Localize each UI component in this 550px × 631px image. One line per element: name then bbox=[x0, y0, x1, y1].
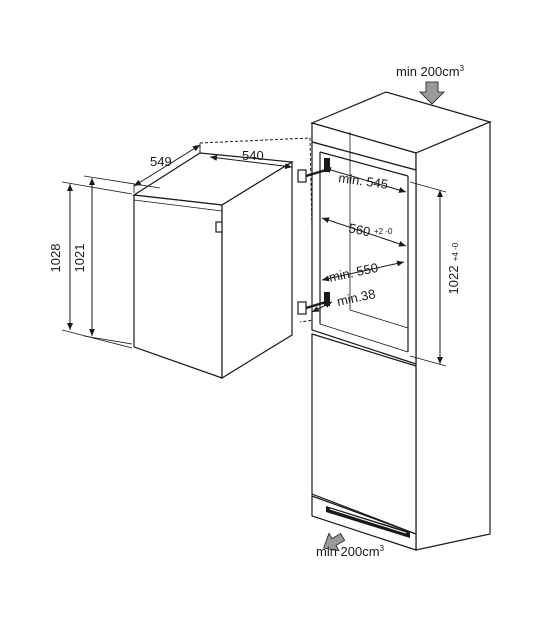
vent-bottom-label: min 200cm3 bbox=[316, 544, 385, 559]
door-swing-outline bbox=[199, 137, 315, 323]
hinge-upper bbox=[297, 169, 307, 183]
label-540: 540 bbox=[242, 148, 264, 163]
dim-549 bbox=[133, 144, 201, 187]
ext-line bbox=[61, 181, 133, 195]
hinge-lower bbox=[297, 301, 307, 315]
vent-top-label: min 200cm3 bbox=[396, 64, 465, 79]
vent-slot bbox=[329, 508, 407, 534]
dim-560 bbox=[321, 217, 407, 247]
label-1022: 1022 bbox=[446, 266, 461, 295]
dim-min-550 bbox=[321, 260, 405, 282]
appliance-side bbox=[221, 160, 293, 380]
top-dimensions: 549 540 bbox=[133, 143, 293, 193]
ventilation-bottom: min 200cm3 bbox=[316, 532, 385, 559]
ext-line bbox=[61, 329, 133, 349]
label-1028: 1028 bbox=[48, 244, 63, 273]
cabinet bbox=[310, 91, 492, 551]
niche-floor-edge bbox=[319, 323, 409, 353]
appliance bbox=[132, 152, 294, 380]
niche-back-floor bbox=[349, 309, 409, 329]
vent-top-arrow bbox=[419, 81, 445, 105]
dim-min-545 bbox=[323, 167, 407, 193]
door-edge bbox=[133, 199, 223, 212]
appliance-front bbox=[133, 194, 223, 379]
ext-line bbox=[83, 175, 161, 189]
niche-back bbox=[311, 141, 417, 365]
cabinet-side bbox=[415, 121, 491, 551]
hinge-upper-arm bbox=[305, 168, 327, 178]
ext-line bbox=[409, 355, 447, 367]
label-549: 549 bbox=[150, 154, 172, 169]
ventilation-top: min 200cm3 bbox=[396, 64, 465, 105]
dim-min-38 bbox=[311, 301, 333, 313]
door-outline bbox=[199, 137, 315, 323]
vent-bottom-arrow bbox=[323, 532, 346, 552]
ext-line bbox=[83, 335, 133, 345]
dim-540 bbox=[209, 154, 293, 170]
label-560-tol: +2 -0 bbox=[374, 227, 393, 236]
cabinet-height-dimension: 1022 +4 -0 bbox=[409, 181, 461, 367]
label-1021: 1021 bbox=[72, 244, 87, 273]
label-560: 560 bbox=[347, 220, 371, 239]
height-dimensions: 1028 1021 bbox=[48, 175, 161, 349]
label-min-545: min. 545 bbox=[338, 170, 389, 192]
hinge-upper-block bbox=[324, 158, 330, 172]
hinge-lower-block bbox=[324, 292, 330, 306]
door-handle bbox=[215, 221, 223, 233]
label-1022-tol: +4 -0 bbox=[451, 242, 460, 261]
